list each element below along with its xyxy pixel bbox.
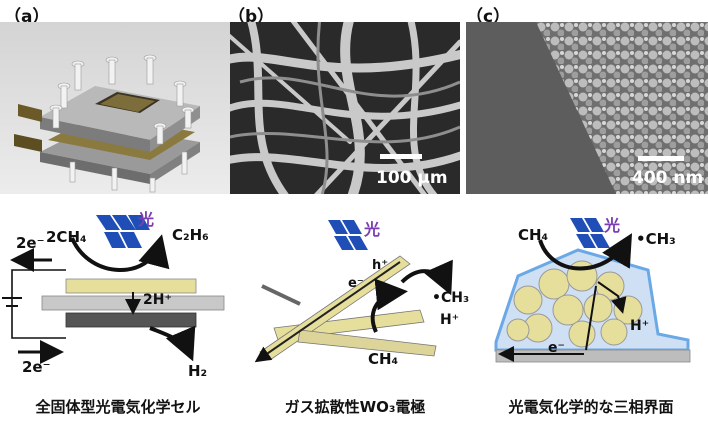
diagram-b-electrode-schematic: 光 e⁻ h⁺ •CH₃ H⁺ CH₄: [240, 200, 470, 390]
light-label-a: 光: [138, 210, 155, 229]
proton-label-c: H⁺: [630, 318, 650, 334]
light-label-b: 光: [364, 220, 381, 239]
reactant-label-a: 2CH₄: [46, 228, 87, 246]
radical-label-c: •CH₃: [636, 230, 676, 248]
sem-image-fibers: 100 μm: [230, 22, 460, 194]
scale-bar-label-b: 100 μm: [376, 168, 448, 188]
product-top-label-a: C₂H₆: [172, 226, 209, 244]
cell-rendering-image: [0, 22, 232, 194]
caption-a: 全固体型光電気化学セル: [35, 398, 201, 416]
electron-label-c: e⁻: [548, 340, 565, 356]
hole-label-b: h⁺: [372, 258, 389, 273]
scale-bar-label-c: 400 nm: [632, 168, 704, 188]
electrons-top-label-a: 2e⁻: [16, 234, 45, 252]
electrons-bottom-label-a: 2e⁻: [22, 358, 51, 376]
diagram-c-interface-schematic: CH₄ 光 •CH₃ H⁺ e⁻: [478, 200, 708, 390]
reactant-label-c: CH₄: [518, 226, 549, 244]
electron-label-b: e⁻: [348, 276, 364, 291]
proton-label-a: 2H⁺: [143, 292, 172, 308]
caption-c: 光電気化学的な三相界面: [508, 398, 674, 416]
light-rays-icon: [96, 215, 150, 248]
diagram-a-cell-schematic: 2CH₄ 光 C₂H₆ 2e⁻ 2H⁺ 2e⁻ H₂: [0, 200, 230, 390]
caption-b: ガス拡散性WO₃電極: [284, 398, 426, 416]
light-rays-icon: [328, 220, 368, 250]
light-label-c: 光: [604, 216, 621, 235]
sem-image-cross-section: 400 nm: [466, 22, 708, 194]
reactant-label-b: CH₄: [368, 350, 399, 368]
radical-label-b: •CH₃: [432, 290, 470, 306]
proton-label-b: H⁺: [440, 312, 460, 328]
product-bottom-label-a: H₂: [188, 362, 208, 380]
